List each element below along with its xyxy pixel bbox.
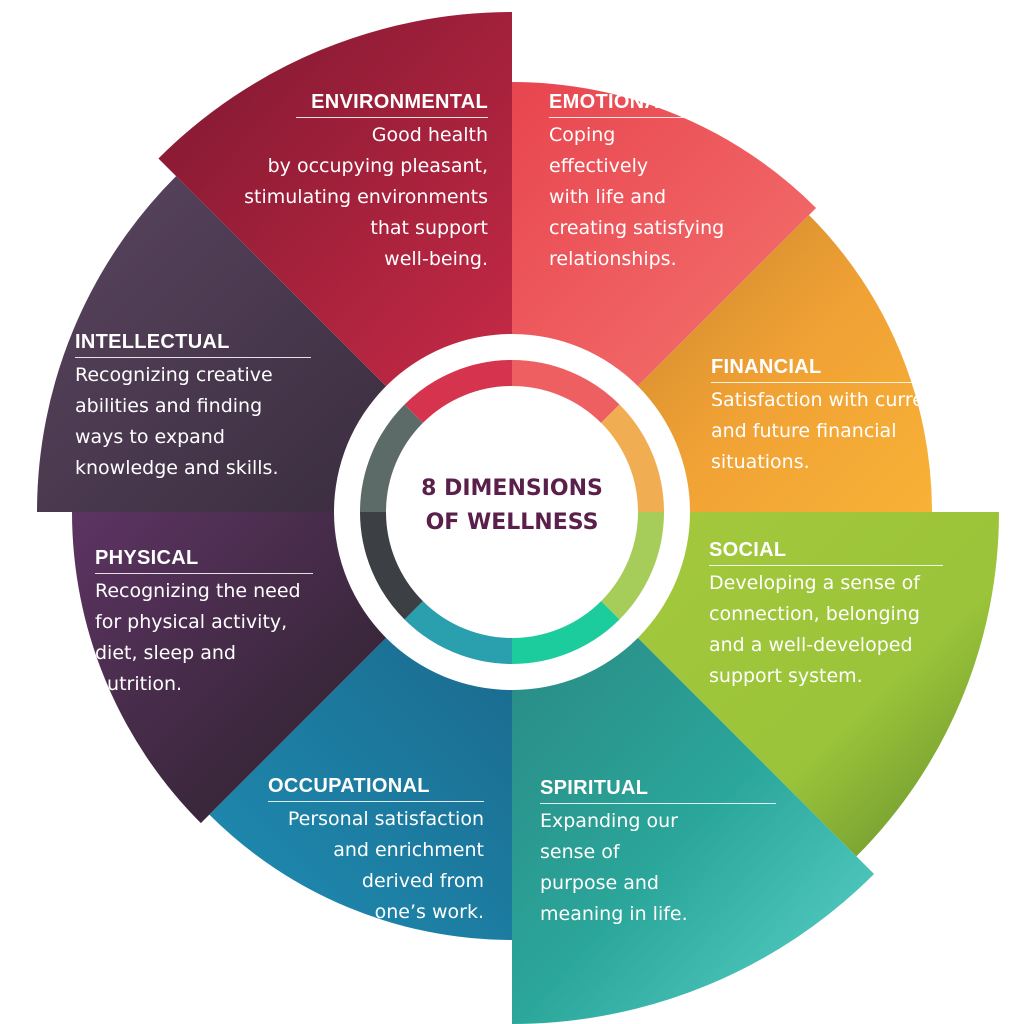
occupational-segment — [209, 632, 513, 940]
emotional-title: EMOTIONAL — [549, 90, 735, 118]
intellectual-ring-arc — [360, 404, 423, 512]
occupational-text: OCCUPATIONAL Personal satisfaction and e… — [268, 774, 484, 928]
occupational-line-2: and enrichment — [333, 839, 484, 861]
emotional-line-1: Coping — [549, 124, 616, 146]
financial-line-3: situations. — [711, 451, 810, 473]
intellectual-line-2: abilities and finding — [75, 395, 263, 417]
occupational-line-4: one’s work. — [374, 901, 484, 923]
center-circle — [387, 387, 637, 637]
physical-line-3: diet, sleep and — [95, 642, 236, 664]
emotional-line-3: with life and — [549, 186, 667, 208]
environmental-line-3: stimulating environments — [244, 186, 488, 208]
emotional-segment — [512, 82, 817, 392]
environmental-title: ENVIRONMENTAL — [296, 90, 488, 118]
emotional-line-2: effectively — [549, 155, 649, 177]
environmental-line-2: by occupying pleasant, — [267, 155, 488, 177]
intellectual-segment — [37, 176, 392, 513]
center-title-line-2: OF WELLNESS — [425, 510, 599, 535]
emotional-text: EMOTIONAL Coping effectively with life a… — [549, 90, 735, 275]
physical-line-2: for physical activity, — [95, 611, 288, 633]
social-ring-arc — [601, 512, 664, 620]
physical-ring-arc — [360, 512, 423, 620]
social-line-1: Developing a sense of — [709, 572, 920, 594]
spiritual-ring-arc — [512, 601, 620, 664]
occupational-line-3: derived from — [361, 870, 484, 892]
intellectual-line-1: Recognizing creative — [75, 364, 273, 386]
emotional-line-4: creating satisfying — [549, 217, 725, 239]
environmental-segment — [158, 12, 513, 392]
financial-text: FINANCIAL Satisfaction with current and … — [711, 355, 961, 478]
financial-title: FINANCIAL — [711, 355, 961, 383]
intellectual-line-3: ways to expand — [75, 426, 225, 448]
occupational-line-1: Personal satisfaction — [287, 808, 484, 830]
spiritual-title: SPIRITUAL — [540, 776, 776, 804]
social-line-2: connection, belonging — [709, 603, 920, 625]
social-line-3: and a well-developed — [709, 634, 913, 656]
physical-segment — [72, 512, 392, 824]
center-title: 8 DIMENSIONS OF WELLNESS — [392, 472, 632, 540]
occupational-ring-arc — [404, 601, 512, 664]
physical-line-4: nutrition. — [95, 673, 183, 695]
social-line-4: support system. — [709, 665, 863, 687]
spiritual-segment — [512, 632, 875, 1024]
financial-ring-arc — [601, 404, 664, 512]
spiritual-line-1: Expanding our — [540, 810, 678, 832]
physical-title: PHYSICAL — [95, 546, 313, 574]
social-title: SOCIAL — [709, 538, 943, 566]
social-segment — [632, 512, 999, 857]
environmental-line-4: that support — [370, 217, 488, 239]
spiritual-line-2: sense of — [540, 841, 620, 863]
financial-segment — [632, 215, 932, 513]
emotional-line-5: relationships. — [549, 248, 677, 270]
social-text: SOCIAL Developing a sense of connection,… — [709, 538, 943, 692]
physical-line-1: Recognizing the need — [95, 580, 301, 602]
environmental-ring-arc — [404, 360, 512, 423]
intellectual-title: INTELLECTUAL — [75, 330, 311, 358]
financial-line-2: and future financial — [711, 420, 897, 442]
environmental-line-5: well-being. — [384, 248, 488, 270]
financial-line-1: Satisfaction with current — [711, 389, 944, 411]
spiritual-text: SPIRITUAL Expanding our sense of purpose… — [540, 776, 776, 930]
occupational-title: OCCUPATIONAL — [268, 774, 484, 802]
physical-text: PHYSICAL Recognizing the need for physic… — [95, 546, 313, 700]
spiritual-line-4: meaning in life. — [540, 903, 688, 925]
environmental-line-1: Good health — [371, 124, 488, 146]
intellectual-text: INTELLECTUAL Recognizing creative abilit… — [75, 330, 311, 484]
center-title-line-1: 8 DIMENSIONS — [421, 476, 603, 501]
intellectual-line-4: knowledge and skills. — [75, 457, 279, 479]
environmental-text: ENVIRONMENTAL Good health by occupying p… — [200, 90, 488, 275]
emotional-ring-arc — [512, 360, 620, 423]
spiritual-line-3: purpose and — [540, 872, 659, 894]
